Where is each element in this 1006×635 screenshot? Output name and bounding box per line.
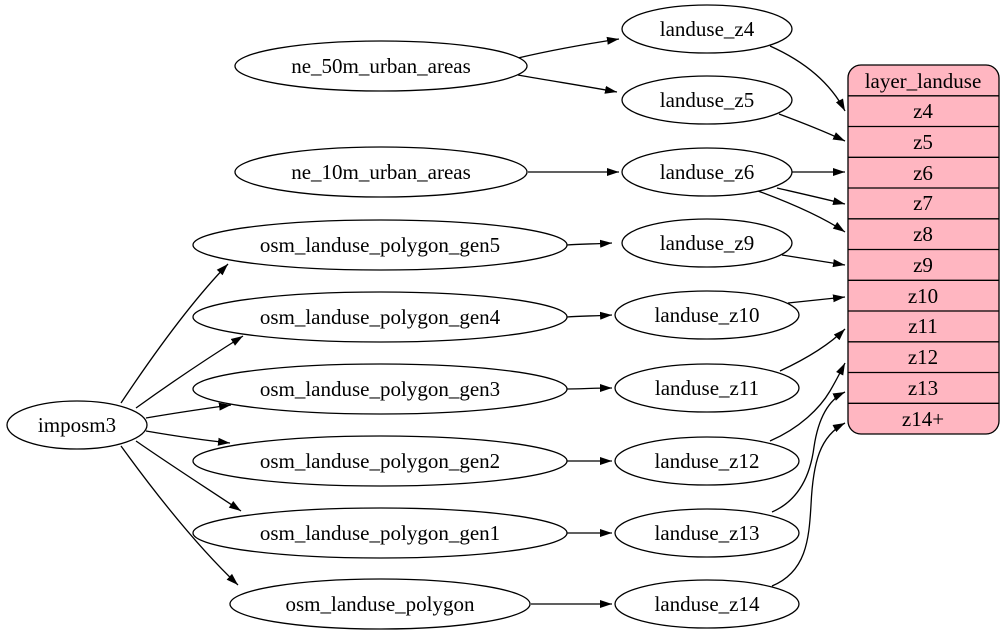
edge-imposm3-to-gen1 [135, 440, 242, 512]
node-ne-50m-shape [234, 40, 528, 92]
node-ne-50m-urban-areas: ne_50m_urban_areas [234, 40, 528, 92]
node-landuse-z10: landuse_z10 [614, 290, 800, 340]
node-landuse-z5-label: landuse_z5 [660, 88, 754, 112]
node-landuse-z4: landuse_z4 [621, 4, 793, 54]
node-ne-50m-label: ne_50m_urban_areas [291, 54, 471, 78]
node-landuse-z6: landuse_z6 [621, 147, 793, 197]
edge-imposm3-to-polygon [120, 445, 239, 586]
edge-landuse-z9-to-row-z9 [781, 254, 846, 268]
node-landuse-z14-shape [614, 579, 800, 629]
node-landuse-z6-shape [621, 147, 793, 197]
node-gen5-shape [192, 219, 568, 271]
record-layer-landuse: layer_landuse z4 z5 z6 z7 z8 z9 z10 z11 … [847, 64, 1000, 435]
record-row-z6: z6 [913, 161, 933, 185]
node-imposm3-label: imposm3 [38, 413, 116, 437]
node-gen1-label: osm_landuse_polygon_gen1 [260, 521, 500, 545]
record-row-z5: z5 [913, 130, 933, 154]
node-landuse-z12: landuse_z12 [614, 436, 800, 486]
node-landuse-z6-label: landuse_z6 [660, 160, 754, 184]
edge-landuse-z6-to-row-z8 [757, 190, 846, 233]
node-osm-landuse-polygon-gen5: osm_landuse_polygon_gen5 [192, 219, 568, 271]
node-landuse-z9-shape [621, 218, 793, 268]
edge-gen5-to-landuse-z9 [566, 239, 613, 248]
node-landuse-z11-label: landuse_z11 [655, 376, 759, 400]
node-landuse-z13-shape [614, 508, 800, 558]
record-row-z12: z12 [908, 345, 938, 369]
node-osm-landuse-polygon-gen2: osm_landuse_polygon_gen2 [192, 435, 568, 487]
node-landuse-z4-shape [621, 4, 793, 54]
record-row-z14plus: z14+ [902, 407, 944, 431]
edge-landuse-z6-to-row-z7 [776, 187, 846, 205]
edge-ne50-to-landuse-z5 [517, 74, 618, 94]
edge-landuse-z10-to-row-z10 [787, 294, 846, 304]
node-ne-10m-urban-areas: ne_10m_urban_areas [234, 146, 528, 198]
edge-group [120, 36, 846, 608]
record-row-z7: z7 [913, 191, 933, 215]
edge-landuse-z14-to-row-z14plus [771, 422, 846, 587]
node-osm-landuse-polygon-gen3: osm_landuse_polygon_gen3 [192, 363, 568, 415]
node-ne-10m-shape [234, 146, 528, 198]
edge-gen4-to-landuse-z10 [566, 311, 613, 320]
node-landuse-z10-label: landuse_z10 [655, 303, 760, 327]
node-gen3-label: osm_landuse_polygon_gen3 [260, 377, 500, 401]
record-row-z11: z11 [908, 314, 938, 338]
node-landuse-z9-label: landuse_z9 [660, 231, 754, 255]
node-landuse-z9: landuse_z9 [621, 218, 793, 268]
node-osm-landuse-polygon-gen4: osm_landuse_polygon_gen4 [192, 291, 568, 343]
node-landuse-z12-shape [614, 436, 800, 486]
record-row-z4: z4 [913, 99, 933, 123]
node-landuse-z10-shape [614, 290, 800, 340]
edge-landuse-z11-to-row-z11 [779, 328, 846, 372]
record-row-z8: z8 [913, 222, 933, 246]
node-landuse-z13-label: landuse_z13 [655, 521, 760, 545]
edge-imposm3-to-gen2 [145, 430, 231, 446]
edge-imposm3-to-gen5 [120, 263, 229, 404]
edge-landuse-z12-to-row-z12 [769, 362, 846, 442]
node-landuse-z4-label: landuse_z4 [660, 17, 755, 41]
edge-ne50-to-landuse-z4 [517, 36, 620, 59]
node-gen5-label: osm_landuse_polygon_gen5 [260, 233, 500, 257]
node-gen2-shape [192, 435, 568, 487]
node-landuse-z11-shape [614, 363, 800, 413]
record-row-z13: z13 [908, 376, 938, 400]
node-landuse-z14-label: landuse_z14 [655, 592, 760, 616]
edge-gen3-to-landuse-z11 [566, 384, 613, 393]
node-polygon-shape [229, 578, 531, 630]
node-imposm3: imposm3 [6, 400, 148, 450]
node-gen1-shape [192, 507, 568, 559]
record-title: layer_landuse [865, 69, 982, 93]
node-polygon-label: osm_landuse_polygon [286, 592, 475, 616]
node-osm-landuse-polygon-gen1: osm_landuse_polygon_gen1 [192, 507, 568, 559]
node-landuse-z14: landuse_z14 [614, 579, 800, 629]
node-landuse-z11: landuse_z11 [614, 363, 800, 413]
node-landuse-z5-shape [621, 75, 793, 125]
edge-imposm3-to-gen4 [135, 335, 244, 409]
edge-landuse-z4-to-row-z4 [769, 45, 846, 112]
edge-landuse-z13-to-row-z13 [771, 391, 846, 513]
node-landuse-z12-label: landuse_z12 [655, 449, 760, 473]
node-landuse-z13: landuse_z13 [614, 508, 800, 558]
node-gen4-shape [192, 291, 568, 343]
record-row-z9: z9 [913, 253, 933, 277]
node-gen4-label: osm_landuse_polygon_gen4 [260, 305, 501, 329]
node-ne-10m-label: ne_10m_urban_areas [291, 160, 471, 184]
node-landuse-z5: landuse_z5 [621, 75, 793, 125]
node-osm-landuse-polygon: osm_landuse_polygon [229, 578, 531, 630]
node-gen3-shape [192, 363, 568, 415]
node-imposm3-shape [6, 400, 148, 450]
edge-landuse-z5-to-row-z5 [778, 113, 846, 142]
edge-imposm3-to-gen3 [145, 402, 232, 419]
record-row-z10: z10 [908, 284, 938, 308]
node-gen2-label: osm_landuse_polygon_gen2 [260, 449, 500, 473]
